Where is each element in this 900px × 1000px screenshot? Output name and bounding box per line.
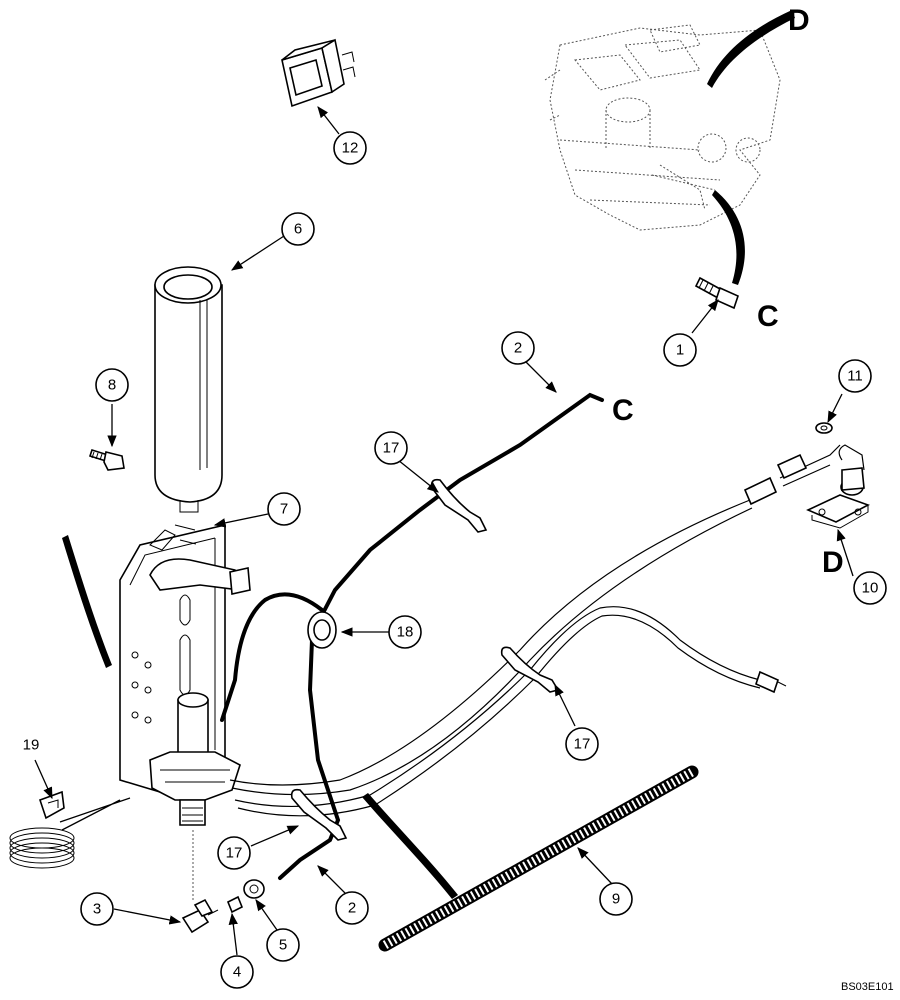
coiled-tie	[9, 790, 75, 869]
svg-text:11: 11	[847, 368, 863, 385]
callout-12: 12	[333, 131, 367, 165]
callout-2-top: 2	[501, 331, 535, 365]
bolt	[88, 449, 125, 471]
sender-bracket	[806, 444, 870, 529]
svg-text:19: 19	[23, 737, 40, 754]
document-id: BS03E101	[841, 981, 894, 993]
callout-1: 1	[663, 333, 697, 367]
callout-19: 19	[23, 737, 40, 754]
callout-17-top: 17	[374, 431, 408, 465]
svg-text:6: 6	[294, 221, 302, 238]
electrical-connector	[743, 453, 808, 694]
svg-text:7: 7	[280, 501, 288, 518]
leader-d-engine	[707, 10, 795, 88]
grommet	[307, 611, 337, 649]
filter-canister	[154, 266, 223, 513]
convoluted-tubing	[378, 765, 699, 952]
cable-2	[320, 392, 604, 617]
callout-6: 6	[281, 212, 315, 246]
callout-7: 7	[267, 492, 301, 526]
callout-11: 11	[838, 359, 872, 393]
svg-text:10: 10	[862, 580, 879, 597]
svg-text:5: 5	[279, 937, 287, 954]
svg-text:18: 18	[397, 624, 414, 641]
letter-d-sender: D	[822, 546, 844, 579]
svg-text:2: 2	[514, 340, 522, 357]
leader-lines	[34, 106, 854, 956]
svg-text:17: 17	[574, 736, 591, 753]
svg-text:1: 1	[676, 342, 684, 359]
nut	[243, 879, 265, 899]
rocker-switch	[281, 38, 356, 108]
temperature-sensor	[694, 276, 739, 310]
callout-9: 9	[599, 882, 633, 916]
svg-text:3: 3	[93, 901, 101, 918]
callout-3: 3	[80, 892, 114, 926]
callout-4: 4	[220, 955, 254, 989]
engine-illustration	[544, 24, 781, 231]
callout-8: 8	[95, 368, 129, 402]
washer	[815, 422, 833, 434]
svg-text:2: 2	[348, 900, 356, 917]
callout-17-mid: 17	[565, 727, 599, 761]
callout-18: 18	[388, 615, 422, 649]
letter-c-sensor: C	[757, 300, 779, 333]
svg-text:9: 9	[612, 891, 620, 908]
cable-tie	[290, 478, 560, 841]
svg-text:17: 17	[383, 440, 400, 457]
letter-c-cable: C	[612, 394, 634, 427]
leader-c-engine	[712, 190, 745, 285]
letter-d-engine: D	[788, 4, 810, 37]
callout-10: 10	[853, 571, 887, 605]
svg-text:12: 12	[342, 140, 359, 157]
callout-2-bottom: 2	[335, 891, 369, 925]
pressure-switch	[149, 692, 241, 826]
elbow-fitting	[181, 898, 219, 934]
wire-harness	[229, 444, 841, 817]
svg-text:4: 4	[233, 964, 241, 981]
adapter-fitting	[226, 895, 244, 914]
callout-17-bottom: 17	[217, 836, 251, 870]
callout-5: 5	[266, 928, 300, 962]
svg-text:8: 8	[108, 377, 116, 394]
svg-text:17: 17	[226, 845, 243, 862]
